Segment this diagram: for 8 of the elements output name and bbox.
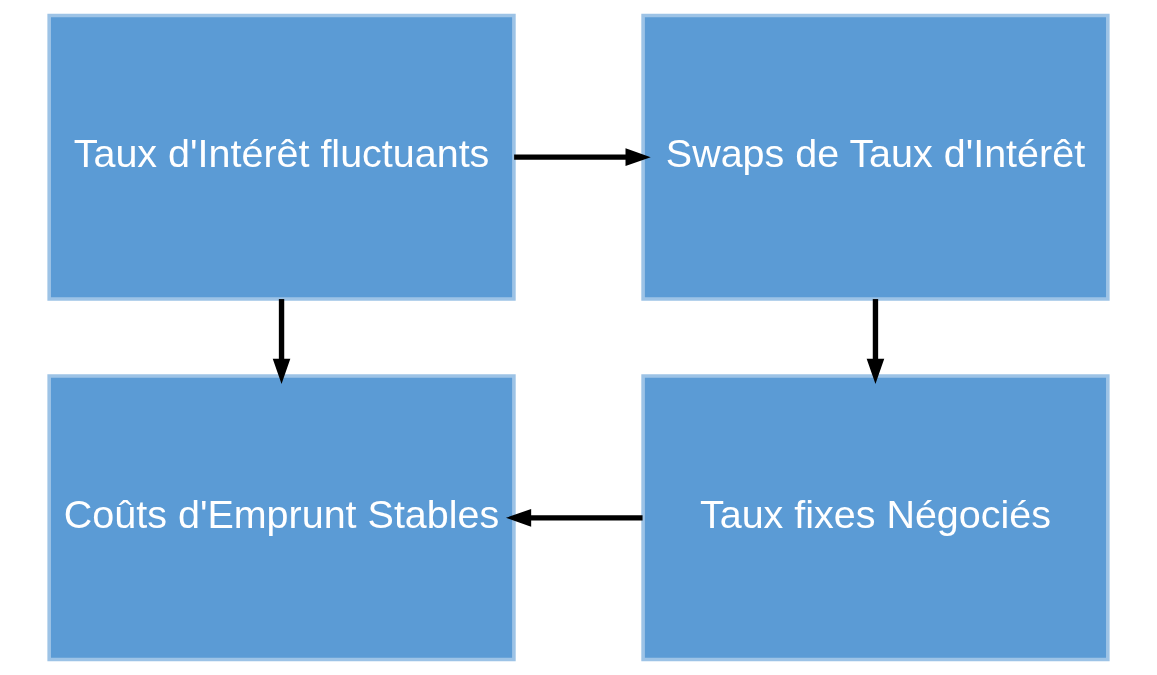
arrow	[514, 148, 651, 166]
arrow	[272, 299, 291, 384]
arrow	[506, 509, 643, 527]
node-box: Taux d'Intérêt fluctuants	[47, 13, 516, 301]
node-box: Taux fixes Négociés	[641, 374, 1110, 662]
node-box: Coûts d'Emprunt Stables	[47, 374, 516, 662]
arrow	[866, 299, 885, 384]
node-box: Swaps de Taux d'Intérêt	[641, 13, 1110, 301]
